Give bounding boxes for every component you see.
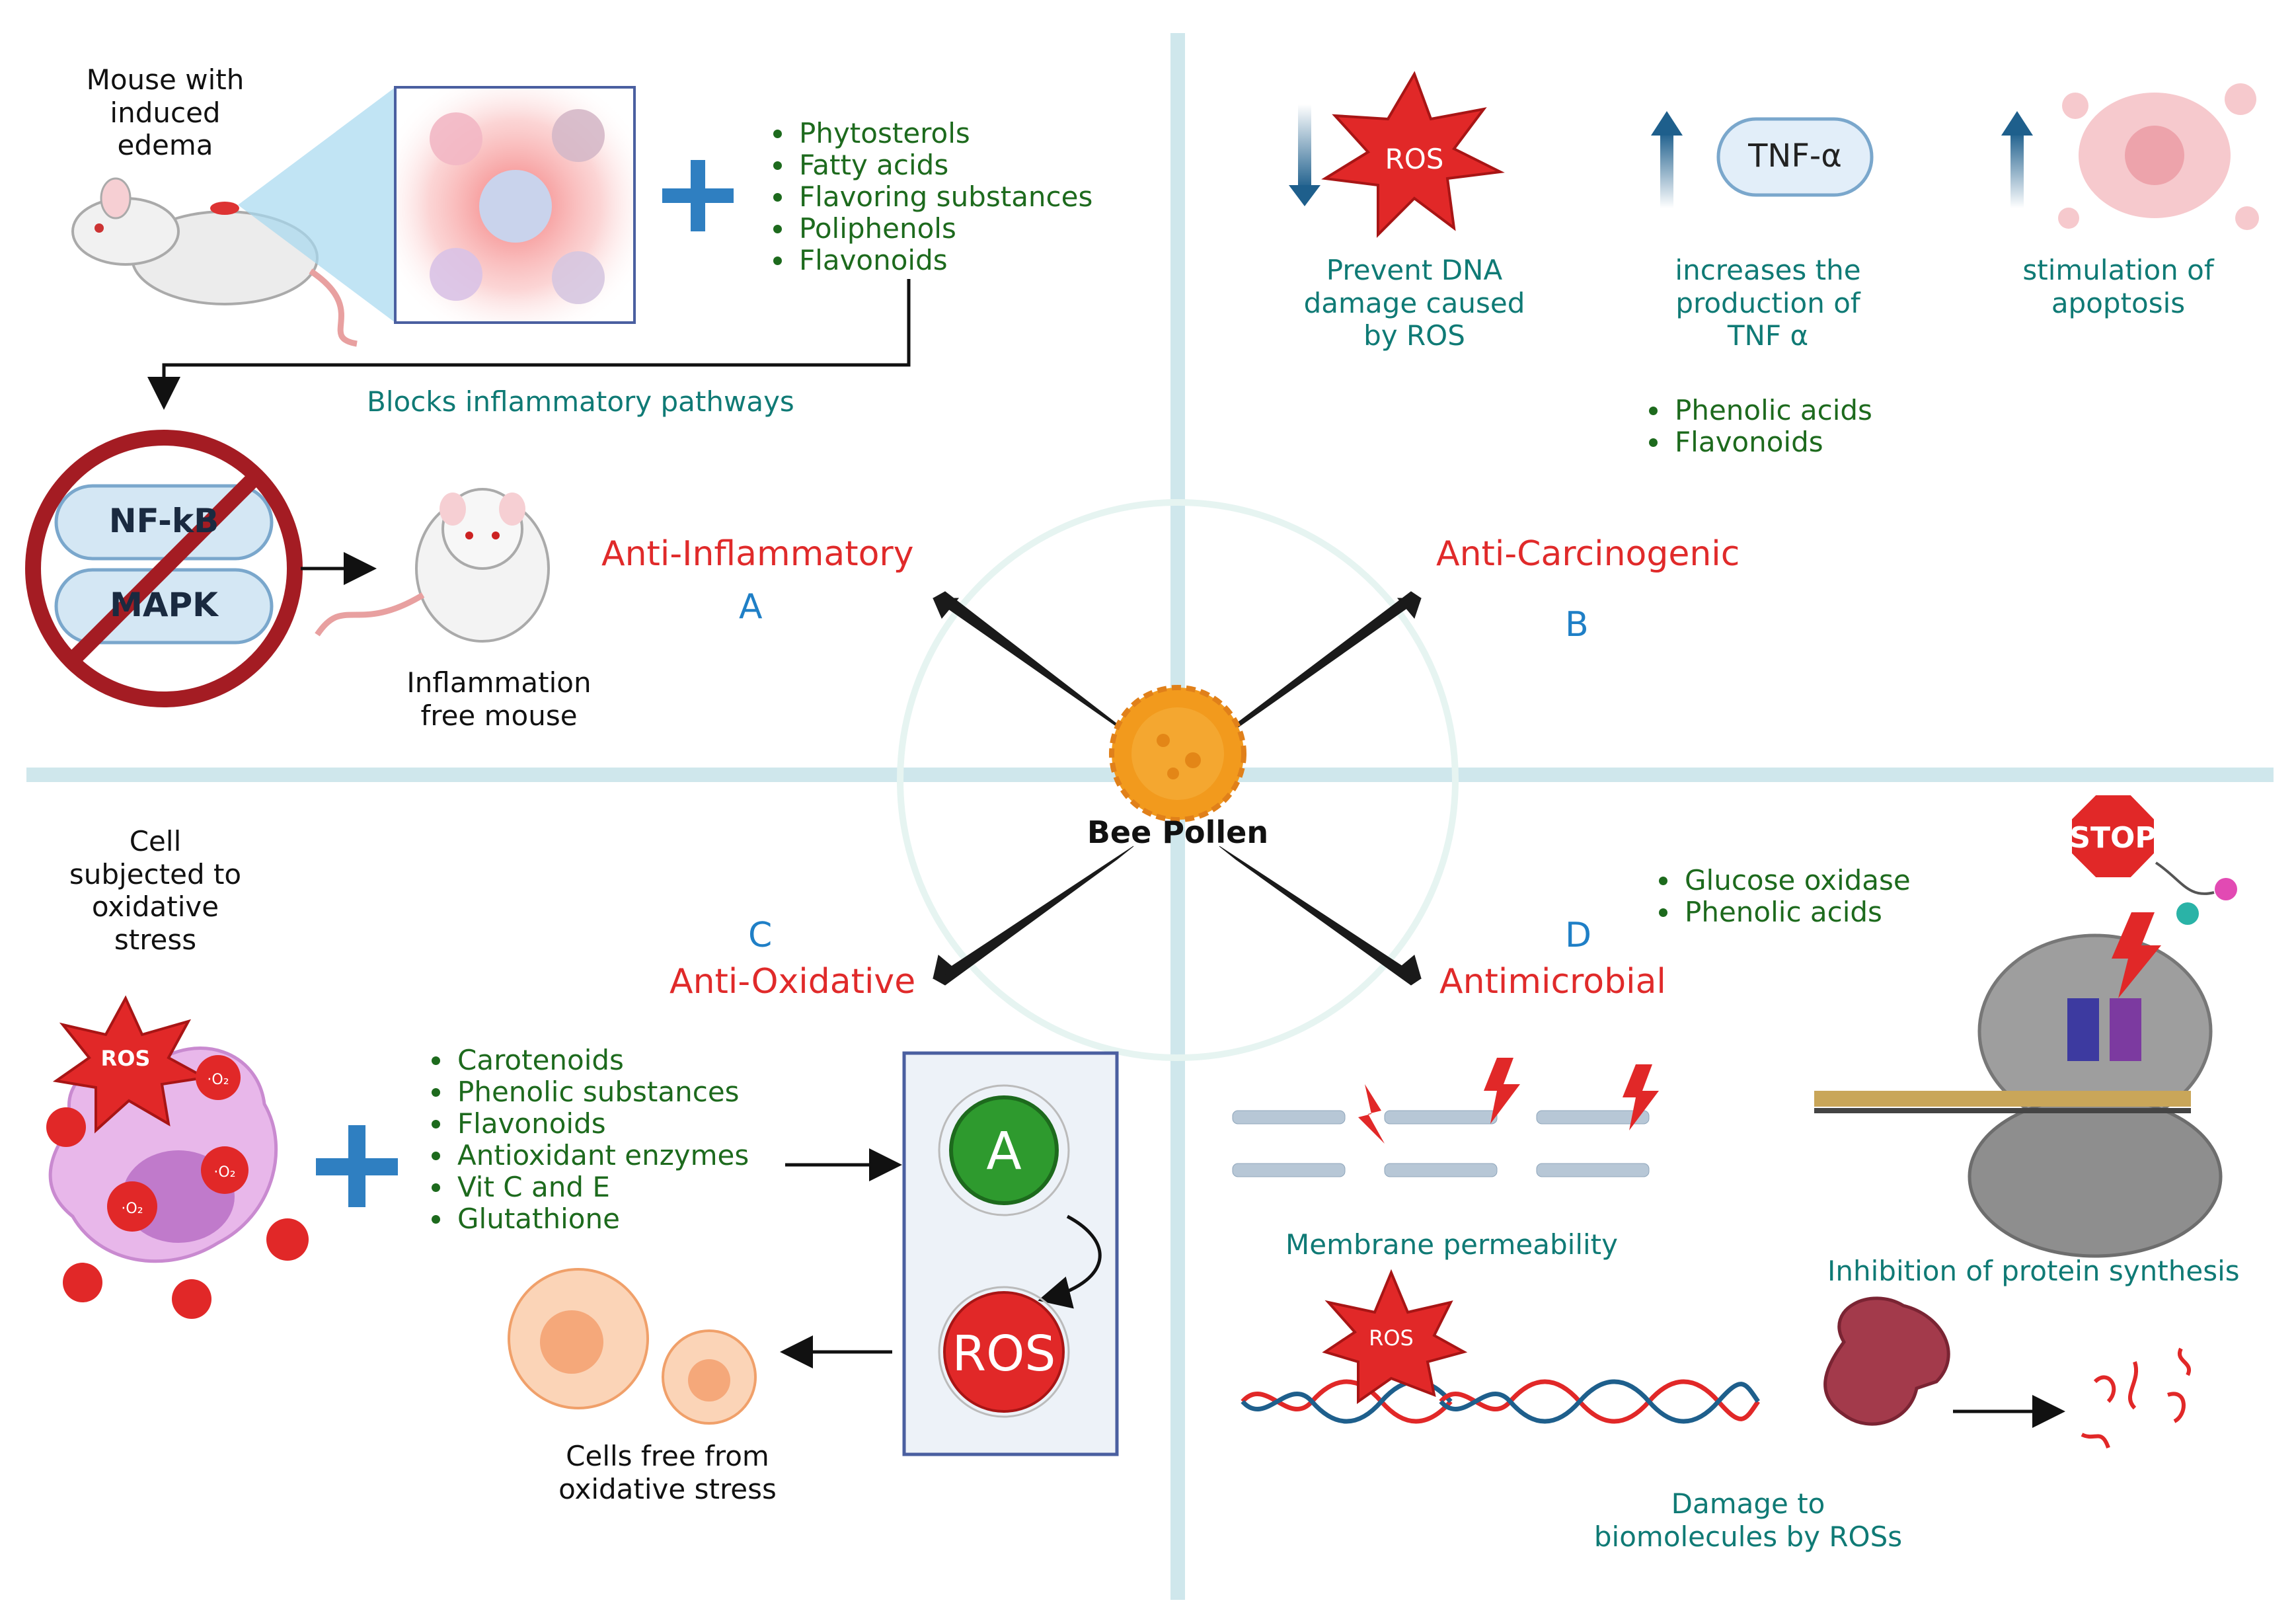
protein-icon [1823, 1296, 1950, 1426]
ros-burst-icon-c [52, 995, 210, 1134]
down-arrow-head [1289, 185, 1320, 206]
ros-circle [943, 1291, 1065, 1413]
lightning-icons [1358, 1058, 1659, 1144]
transfer-arrow [1038, 1214, 1102, 1309]
compound-item: Phenolic acids [1671, 395, 1872, 426]
compound-item: Flavonoids [453, 1108, 749, 1140]
compound-item: Phenolic acids [1681, 896, 1911, 928]
center-label: Bee Pollen [1087, 814, 1269, 850]
compound-item: Phytosterols [795, 118, 1092, 149]
compound-item: Flavoring substances [795, 181, 1092, 213]
dna-icon [1241, 1379, 1760, 1424]
radical-label-1: ·O₂ [207, 1072, 229, 1088]
stop-sign-icon [2068, 791, 2237, 998]
ros-burst-label-c: ROS [101, 1046, 151, 1071]
ros-burst-label: ROS [1385, 143, 1444, 175]
compound-item: Poliphenols [795, 213, 1092, 245]
inflammation-free-caption: Inflammation free mouse [406, 666, 592, 732]
compound-item: Glutathione [453, 1203, 749, 1235]
tnf-label: TNF-α [1747, 138, 1842, 175]
ros-burst-icon-d [1322, 1269, 1468, 1404]
ribosome-icon [1814, 933, 2223, 1258]
antioxidant-ring [938, 1084, 1070, 1216]
compound-item: Phenolic substances [453, 1076, 749, 1108]
up-arrow-head [1651, 111, 1683, 136]
effect-prevent-dna: Prevent DNA damage caused by ROS [1303, 254, 1525, 352]
effect-tnf: increases the production of TNF α [1675, 254, 1861, 352]
ros-ring [938, 1286, 1070, 1418]
effect-apoptosis: stimulation of apoptosis [2022, 254, 2214, 319]
pathway-arrow [147, 279, 911, 410]
protein-synthesis-caption: Inhibition of protein synthesis [1827, 1255, 2240, 1287]
down-arrow-icon [1298, 104, 1311, 189]
healthy-cells-icon [508, 1268, 757, 1425]
center-arrows [933, 591, 1422, 986]
bee-pollen-icon [1109, 685, 1246, 822]
free-mouse-icon [315, 488, 550, 643]
damage-caption: Damage to biomolecules by ROSs [1593, 1487, 1903, 1553]
protein-fragments-icon [2081, 1347, 2191, 1449]
nfkb-label: NF-kB [109, 502, 219, 540]
compound-item: Fatty acids [795, 149, 1092, 181]
compound-item: Flavonoids [795, 245, 1092, 276]
antioxidant-label: A [986, 1122, 1021, 1181]
compound-item: Flavonoids [1671, 426, 1872, 458]
up-arrow-icon [1660, 132, 1673, 208]
compound-item: Antioxidant enzymes [453, 1140, 749, 1171]
letter-c: C [748, 916, 773, 955]
compound-item: Glucose oxidase [1681, 865, 1911, 896]
immune-cells [430, 109, 605, 304]
stressed-cell-caption: Cell subjected to oxidative stress [69, 825, 242, 956]
mapk-label: MAPK [110, 586, 219, 624]
antimicrobial-compounds: Glucose oxidase Phenolic acids [1656, 865, 1911, 928]
up-arrow-head-2 [2001, 111, 2033, 136]
anti-inflammatory-compounds: Phytosterols Fatty acids Flavoring subst… [770, 118, 1092, 276]
letter-d: D [1565, 916, 1592, 955]
plus-icon [662, 160, 734, 231]
anti-carcinogenic-compounds: Phenolic acids Flavonoids [1646, 395, 1872, 458]
ros-circle-label: ROS [952, 1325, 1056, 1382]
anti-oxidative-compounds: Carotenoids Phenolic substances Flavonoi… [428, 1045, 749, 1235]
anti-oxidative-title: Anti-Oxidative [670, 962, 916, 1002]
plus-icon-c [316, 1125, 398, 1207]
compound-item: Carotenoids [453, 1045, 749, 1076]
tnf-pill-icon [1716, 117, 1874, 197]
anti-carcinogenic-title: Anti-Carcinogenic [1436, 534, 1740, 574]
antioxidant-circle [949, 1095, 1059, 1205]
apoptosis-icon [2058, 83, 2259, 230]
mouse-caption: Mouse with induced edema [86, 63, 245, 162]
membrane-caption: Membrane permeability [1285, 1228, 1618, 1261]
zoom-cone [238, 87, 395, 323]
radical-bursts [46, 1055, 309, 1319]
pathway-text: Blocks inflammatory pathways [367, 385, 794, 418]
radical-label-3: ·O₂ [121, 1201, 143, 1217]
membrane-icon [1232, 1110, 1650, 1177]
compound-item: Vit C and E [453, 1171, 749, 1203]
radical-label-2: ·O₂ [213, 1164, 235, 1181]
ros-burst-icon [1321, 71, 1505, 238]
antimicrobial-title: Antimicrobial [1439, 962, 1666, 1002]
mouse-icon [71, 177, 358, 347]
up-arrow-icon-2 [2010, 132, 2024, 208]
ros-burst-label-d: ROS [1369, 1325, 1414, 1351]
anti-inflammatory-title: Anti-Inflammatory [601, 534, 914, 574]
center-ring [897, 499, 1459, 1061]
letter-b: B [1565, 605, 1589, 645]
letter-a: A [739, 587, 763, 627]
cells-free-caption: Cells free from oxidative stress [558, 1440, 777, 1505]
no-sign-icon [25, 430, 303, 707]
stop-label: STOP [2069, 821, 2156, 855]
